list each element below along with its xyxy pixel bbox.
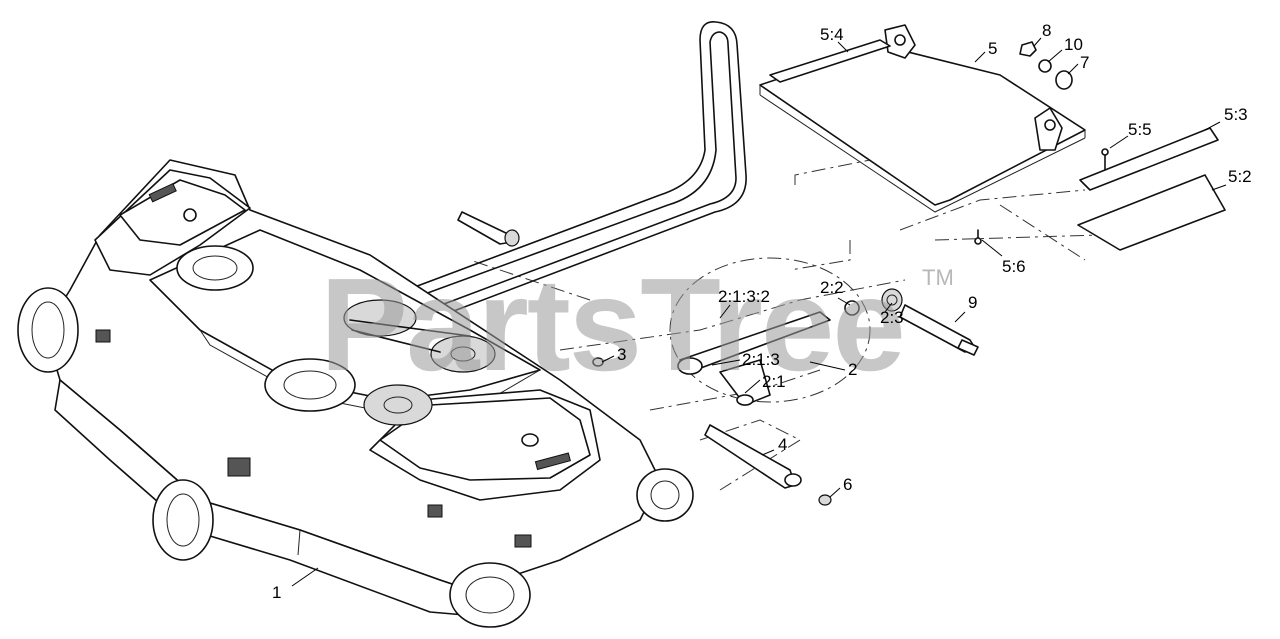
leader-9 bbox=[954, 311, 966, 323]
leader-5 bbox=[974, 51, 986, 63]
callout-5: 5 bbox=[988, 39, 997, 58]
callout-5-5: 5:5 bbox=[1128, 120, 1152, 139]
callout-2: 2 bbox=[848, 360, 857, 379]
leader-2-2 bbox=[837, 297, 851, 306]
leader-8 bbox=[1033, 37, 1042, 47]
callout-2-3: 2:3 bbox=[880, 308, 904, 327]
callout-6: 6 bbox=[843, 475, 852, 494]
discharge-plate bbox=[759, 24, 1086, 213]
callout-5-6: 5:6 bbox=[1002, 257, 1026, 276]
leader-4 bbox=[761, 449, 775, 456]
hardware bbox=[457, 41, 1073, 506]
leader-5-3 bbox=[1204, 121, 1221, 131]
leader-1 bbox=[291, 567, 319, 587]
leader-2-1-3 bbox=[711, 359, 741, 366]
callout-5-2: 5:2 bbox=[1228, 167, 1252, 186]
callout-2-1-3-2: 2:1:3:2 bbox=[718, 287, 770, 306]
leader-2 bbox=[809, 361, 846, 371]
callout-5-3: 5:3 bbox=[1224, 105, 1248, 124]
leader-2-1-3-2 bbox=[719, 304, 731, 319]
callout-1: 1 bbox=[272, 583, 281, 602]
leader-10 bbox=[1047, 49, 1063, 63]
callout-7: 7 bbox=[1080, 53, 1089, 72]
watermark-brand: PartsTree bbox=[320, 251, 904, 398]
leader-2-3 bbox=[884, 302, 893, 313]
gauge-wheels bbox=[17, 287, 694, 628]
leader-5-6 bbox=[981, 239, 1003, 257]
callout-4: 4 bbox=[778, 435, 787, 454]
leader-5-4 bbox=[837, 41, 849, 53]
leader-3 bbox=[601, 355, 615, 363]
callout-2-1: 2:1 bbox=[762, 372, 786, 391]
mower-deck bbox=[17, 159, 694, 628]
callout-10: 10 bbox=[1064, 35, 1083, 54]
callout-9: 9 bbox=[968, 293, 977, 312]
callout-3: 3 bbox=[617, 345, 626, 364]
leader-7 bbox=[1067, 63, 1079, 75]
pulleys bbox=[176, 245, 496, 426]
callout-5-4: 5:4 bbox=[820, 25, 844, 44]
watermark-trademark: TM bbox=[922, 265, 954, 290]
leader-5-2 bbox=[1211, 184, 1227, 191]
watermark: PartsTree TM bbox=[320, 251, 954, 398]
callout-leaders bbox=[291, 37, 1227, 587]
lift-handle bbox=[379, 21, 747, 321]
leader-6 bbox=[829, 487, 841, 498]
callout-2-1-3: 2:1:3 bbox=[742, 350, 780, 369]
leader-2-1 bbox=[744, 379, 761, 394]
leader-5-5 bbox=[1109, 135, 1129, 149]
callout-8: 8 bbox=[1042, 21, 1051, 40]
callout-2-2: 2:2 bbox=[820, 278, 844, 297]
callout-labels: 1 2 2:1 2:1:3 2:1:3:2 2:2 2:3 3 4 5 5:2 … bbox=[272, 21, 1252, 602]
deflector-brackets bbox=[1077, 127, 1226, 251]
